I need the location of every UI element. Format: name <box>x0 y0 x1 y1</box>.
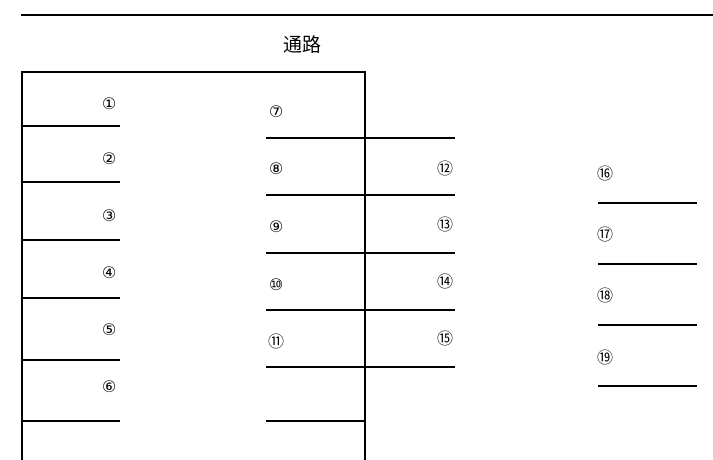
block-center-divider <box>364 71 366 460</box>
space-label-17: ⑰ <box>596 225 614 244</box>
middle-left-divider-6 <box>266 420 365 422</box>
space-label-7: ⑦ <box>268 102 284 121</box>
space-label-2: ② <box>101 149 117 168</box>
middle-right-divider-5 <box>365 366 455 368</box>
left-divider-4 <box>21 297 120 299</box>
space-label-6: ⑥ <box>101 377 117 396</box>
middle-left-divider-3 <box>266 252 365 254</box>
block-left-edge <box>21 71 23 460</box>
space-label-5: ⑤ <box>101 320 117 339</box>
space-label-9: ⑨ <box>268 217 284 236</box>
middle-left-divider-1 <box>266 137 365 139</box>
block-top-edge <box>21 71 366 73</box>
middle-right-divider-4 <box>365 309 455 311</box>
space-label-11: ⑪ <box>267 332 285 351</box>
left-divider-5 <box>21 359 120 361</box>
space-label-13: ⑬ <box>436 215 454 234</box>
middle-right-divider-3 <box>365 252 455 254</box>
left-divider-6 <box>21 420 120 422</box>
space-label-4: ④ <box>101 263 117 282</box>
left-divider-3 <box>21 239 120 241</box>
right-divider-2 <box>598 263 697 265</box>
right-divider-4 <box>598 385 697 387</box>
middle-left-divider-2 <box>266 194 365 196</box>
space-label-1: ① <box>101 94 117 113</box>
space-label-3: ③ <box>101 206 117 225</box>
space-label-8: ⑧ <box>268 159 284 178</box>
space-label-16: ⑯ <box>596 164 614 183</box>
space-label-15: ⑮ <box>436 329 454 348</box>
middle-left-divider-5 <box>266 366 365 368</box>
middle-left-divider-4 <box>266 309 365 311</box>
top-boundary-line <box>21 14 713 16</box>
left-divider-2 <box>21 181 120 183</box>
passage-title: 通路 <box>282 34 322 56</box>
left-divider-1 <box>21 125 120 127</box>
space-label-19: ⑲ <box>596 348 614 367</box>
space-label-14: ⑭ <box>436 272 454 291</box>
middle-right-divider-1 <box>365 137 455 139</box>
space-label-10: ⑩ <box>268 275 284 294</box>
space-label-18: ⑱ <box>596 286 614 305</box>
right-divider-3 <box>598 324 697 326</box>
space-label-12: ⑫ <box>436 159 454 178</box>
right-divider-1 <box>598 202 697 204</box>
middle-right-divider-2 <box>365 194 455 196</box>
